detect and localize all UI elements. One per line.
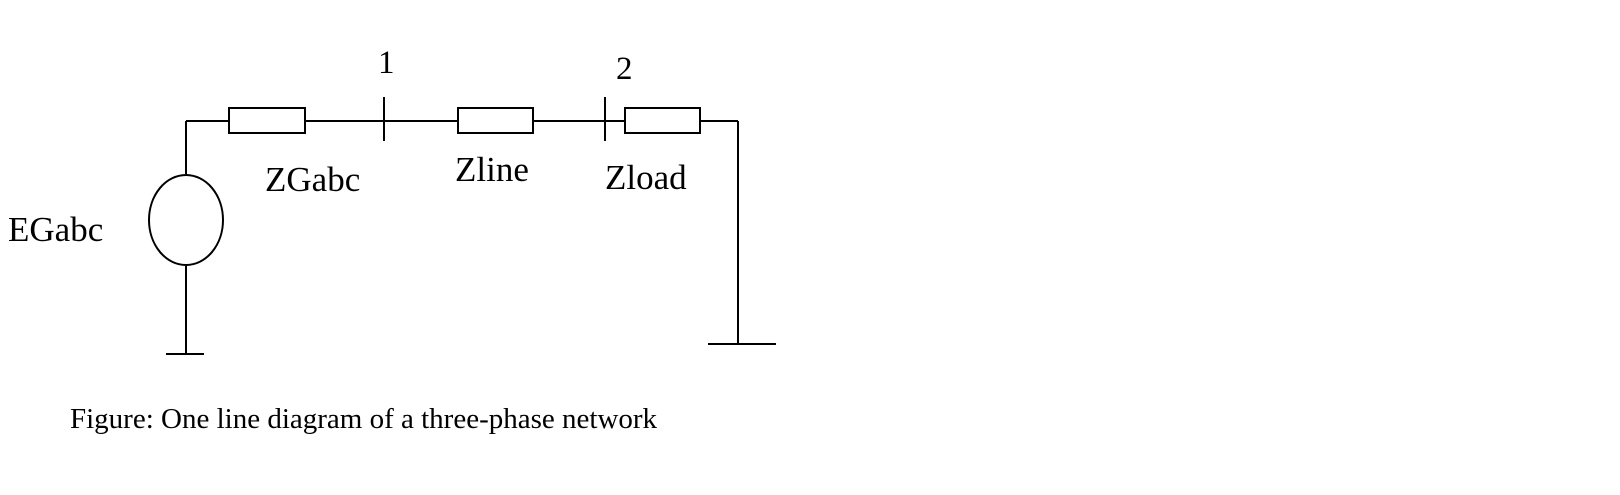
bus-1-label: 1 (378, 45, 395, 81)
source-label: EGabc (8, 210, 103, 249)
voltage-source-symbol (148, 174, 224, 266)
generator-impedance-box (228, 107, 306, 134)
bus-2-label: 2 (616, 51, 633, 87)
load-impedance-box (624, 107, 701, 134)
line-impedance-label: Zline (455, 150, 529, 189)
line-impedance-box (457, 107, 534, 134)
figure-caption: Figure: One line diagram of a three-phas… (70, 403, 658, 435)
generator-impedance-label: ZGabc (265, 160, 360, 199)
load-impedance-label: Zload (605, 158, 687, 197)
